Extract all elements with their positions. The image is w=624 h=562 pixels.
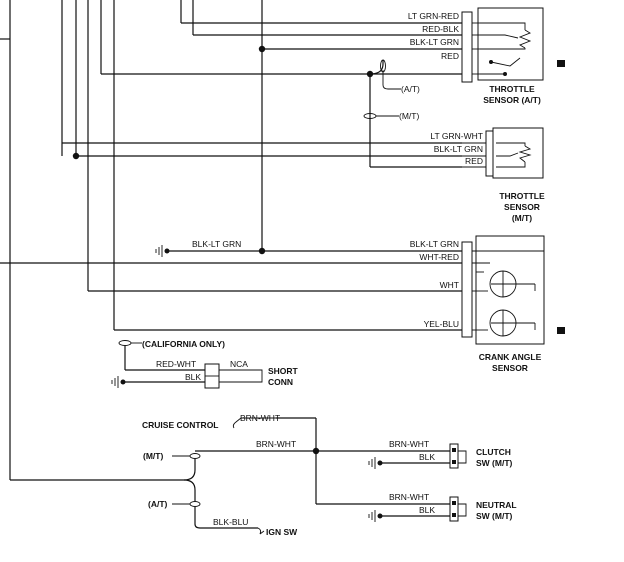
wire-label: WHT <box>440 280 459 290</box>
marker-block <box>557 327 565 334</box>
california-only-label: (CALIFORNIA ONLY) <box>142 339 225 349</box>
component-name: SW (M/T) <box>476 458 513 468</box>
throttle-sensor-mt: LT GRN-WHT BLK-LT GRN RED THROTTLE SENSO… <box>62 127 545 223</box>
clutch-switch: BRN-WHT BLK CLUTCH SW (M/T) <box>368 439 513 469</box>
component-name: SHORT <box>268 366 299 376</box>
wire-label: LT GRN-WHT <box>430 131 483 141</box>
switch-connector <box>449 496 459 522</box>
wire-label: BLK <box>185 372 201 382</box>
pickup-coil-icon <box>489 270 536 298</box>
transmission-label-at: (A/T) <box>148 499 168 509</box>
wire-label: BRN-WHT <box>389 492 429 502</box>
wire-label: LT GRN-RED <box>408 11 459 21</box>
sensor-box <box>477 7 544 81</box>
resistor-symbol <box>518 145 532 163</box>
left-stub-wires <box>0 38 462 481</box>
resistor-symbol <box>518 29 532 49</box>
wire-label: BLK-BLU <box>213 517 248 527</box>
marker-block <box>557 60 565 67</box>
sensor-box <box>475 235 545 345</box>
neutral-switch: BRN-WHT BLK NEUTRAL SW (M/T) <box>368 492 517 522</box>
pickup-coil-icon <box>489 309 536 337</box>
splice-point <box>258 45 266 53</box>
splice-point <box>72 152 80 160</box>
vertical-bus-wires <box>9 0 371 480</box>
wire-sleeve <box>189 453 201 459</box>
connector-housing <box>461 11 473 83</box>
splice-label-at: (A/T) <box>401 84 420 94</box>
throttle-sensor-at: (A/T) (M/T) LT GRN-RED RED-BLK BLK-LT GR… <box>101 7 565 121</box>
wire-label: RED <box>441 51 459 61</box>
cruise-control-circuit: CRUISE CONTROL BRN-WHT BRN-WHT (M/T) (A/… <box>142 413 450 537</box>
crank-angle-sensor: BLK-LT GRN BLK-LT GRN WHT-RED WHT Y <box>88 235 565 373</box>
component-name: NEUTRAL <box>476 500 517 510</box>
wire-label: BLK-LT GRN <box>410 37 459 47</box>
component-name: (M/T) <box>512 213 532 223</box>
wire-label: RED-WHT <box>156 359 196 369</box>
splice-point <box>258 247 266 255</box>
component-name: CLUTCH <box>476 447 511 457</box>
wire-label: BLK-LT GRN <box>434 144 483 154</box>
component-name: SENSOR (A/T) <box>483 95 541 105</box>
wire-label: BRN-WHT <box>389 439 429 449</box>
component-name: CRANK ANGLE <box>479 352 542 362</box>
switch-connector <box>449 443 459 469</box>
wire-label: RED-BLK <box>422 24 459 34</box>
transmission-label-mt: (M/T) <box>143 451 163 461</box>
wire-label: WHT-RED <box>419 252 459 262</box>
splice-label-mt: (M/T) <box>399 111 419 121</box>
connector-housing <box>461 241 473 338</box>
wire-label: BLK <box>419 505 435 515</box>
component-name: CONN <box>268 377 293 387</box>
wire-label: BLK-LT GRN <box>410 239 459 249</box>
component-name: THROTTLE <box>489 84 535 94</box>
wire-label: RED <box>465 156 483 166</box>
wire-label: YEL-BLU <box>424 319 459 329</box>
component-name: SENSOR <box>504 202 540 212</box>
wire-label: BRN-WHT <box>240 413 280 423</box>
ground-icon <box>368 510 376 522</box>
ground-icon <box>368 457 376 469</box>
short-connector: (CALIFORNIA ONLY) RED-WHT BLK NCA SHORT … <box>111 339 299 389</box>
ign-sw-label: IGN SW <box>266 527 298 537</box>
component-name: SENSOR <box>492 363 528 373</box>
cruise-control-label: CRUISE CONTROL <box>142 420 219 430</box>
wire-label: BLK-LT GRN <box>192 239 241 249</box>
wire-label: BLK <box>419 452 435 462</box>
component-name: SW (M/T) <box>476 511 513 521</box>
wire-sleeve <box>118 340 132 346</box>
ground-icon <box>155 245 163 257</box>
ground-icon <box>111 376 119 388</box>
wire-label: BRN-WHT <box>256 439 296 449</box>
component-name: THROTTLE <box>499 191 545 201</box>
nca-label: NCA <box>230 359 248 369</box>
wire-sleeve <box>189 501 201 507</box>
